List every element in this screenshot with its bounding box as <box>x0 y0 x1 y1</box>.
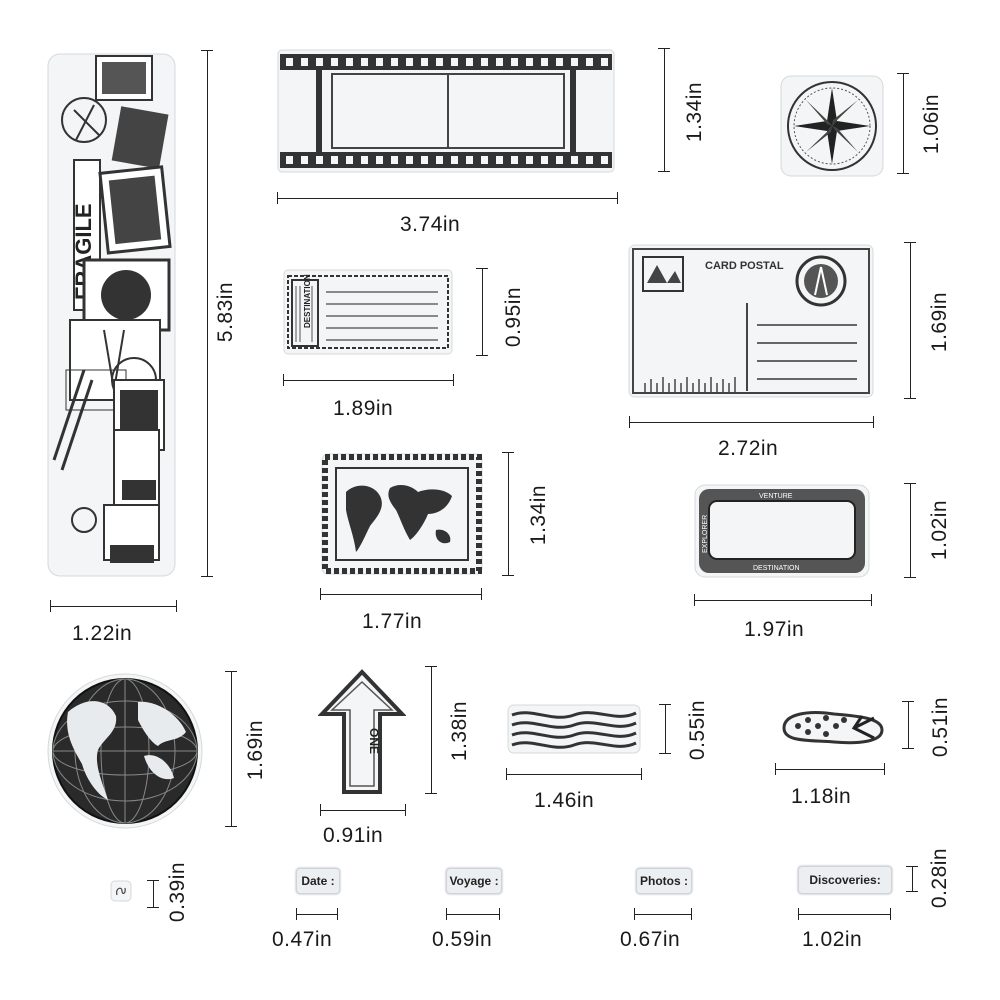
date-width-label: 0.47in <box>272 928 333 951</box>
strip-height-label: 5.83in <box>214 281 238 343</box>
ticket-height-line <box>476 268 488 356</box>
map-width-label: 1.77in <box>362 610 423 633</box>
postmark-width-line <box>506 768 642 780</box>
compass-stamp <box>779 74 885 178</box>
travel-collage-stamp: FRAGILE <box>44 50 179 580</box>
plate-explorer-text: EXPLORER <box>702 515 709 553</box>
photos-width-label: 0.67in <box>620 928 681 951</box>
discoveries-height-label: 0.28in <box>928 847 952 909</box>
flipflop-height-label: 0.51in <box>929 696 953 758</box>
arrow-width-label: 0.91in <box>323 824 384 847</box>
postcard-width-label: 2.72in <box>718 437 779 460</box>
arrow-stamp: ONE <box>317 668 407 796</box>
ticket-width-line <box>283 374 454 386</box>
strip-width-line <box>50 600 177 612</box>
arrow-width-line <box>320 804 406 816</box>
plate-venture-text: VENTURE <box>759 493 793 500</box>
postmark-wave-stamp <box>506 703 642 755</box>
arrow-one-text: ONE <box>367 728 381 754</box>
postcard-height-label: 1.69in <box>928 291 952 353</box>
ticket-stamp: DESTINATION <box>282 268 454 356</box>
postmark-width-label: 1.46in <box>534 789 595 812</box>
postcard-width-line <box>629 416 874 428</box>
postmark-height-label: 0.55in <box>686 699 710 761</box>
film-strip-stamp <box>276 48 616 174</box>
film-height-line <box>658 48 670 172</box>
date-word-stamp: Date : <box>296 868 340 894</box>
globe-height-line <box>225 671 237 827</box>
swirl-height-label: 0.39in <box>166 861 190 923</box>
card-postal-text: CARD POSTAL <box>705 260 784 272</box>
flipflop-height-line <box>902 701 914 749</box>
ticket-height-label: 0.95in <box>502 286 526 348</box>
discoveries-height-line <box>906 866 918 892</box>
map-height-line <box>502 452 514 576</box>
date-width-line <box>296 908 338 920</box>
postcard-height-line <box>904 242 916 399</box>
postcard-stamp: CARD POSTAL <box>627 243 875 399</box>
globe-stamp <box>46 672 204 830</box>
map-stamp <box>320 452 484 576</box>
compass-height-line <box>897 73 909 174</box>
plate-height-line <box>904 483 916 578</box>
map-height-label: 1.34in <box>527 484 551 546</box>
arrow-height-line <box>425 666 437 794</box>
plate-destination-text: DESTINATION <box>753 565 800 572</box>
small-swirl-stamp <box>110 880 132 902</box>
voyage-width-label: 0.59in <box>432 928 493 951</box>
license-plate-stamp: VENTURE DESTINATION EXPLORER <box>693 483 871 579</box>
map-width-line <box>320 588 482 600</box>
flipflop-width-label: 1.18in <box>791 785 852 808</box>
flipflop-stamp <box>778 704 888 752</box>
ticket-destination-text: DESTINATION <box>303 274 312 328</box>
ticket-width-label: 1.89in <box>333 397 394 420</box>
compass-height-label: 1.06in <box>920 93 944 155</box>
strip-width-label: 1.22in <box>72 622 133 645</box>
strip-height-line <box>201 50 213 577</box>
plate-height-label: 1.02in <box>928 499 952 561</box>
discoveries-width-line <box>798 908 891 920</box>
plate-width-label: 1.97in <box>744 618 805 641</box>
discoveries-word-stamp: Discoveries: <box>798 866 892 894</box>
swirl-height-line <box>147 880 159 908</box>
film-width-line <box>277 192 618 204</box>
discoveries-width-label: 1.02in <box>802 928 863 951</box>
globe-height-label: 1.69in <box>244 719 268 781</box>
film-height-label: 1.34in <box>683 81 707 143</box>
voyage-width-line <box>446 908 500 920</box>
film-width-label: 3.74in <box>400 213 461 236</box>
voyage-word-stamp: Voyage : <box>446 868 502 894</box>
flipflop-width-line <box>775 763 885 775</box>
postmark-height-line <box>659 704 671 754</box>
photos-width-line <box>634 908 692 920</box>
arrow-height-label: 1.38in <box>448 700 472 762</box>
plate-width-line <box>694 594 872 606</box>
photos-word-stamp: Photos : <box>636 868 692 894</box>
